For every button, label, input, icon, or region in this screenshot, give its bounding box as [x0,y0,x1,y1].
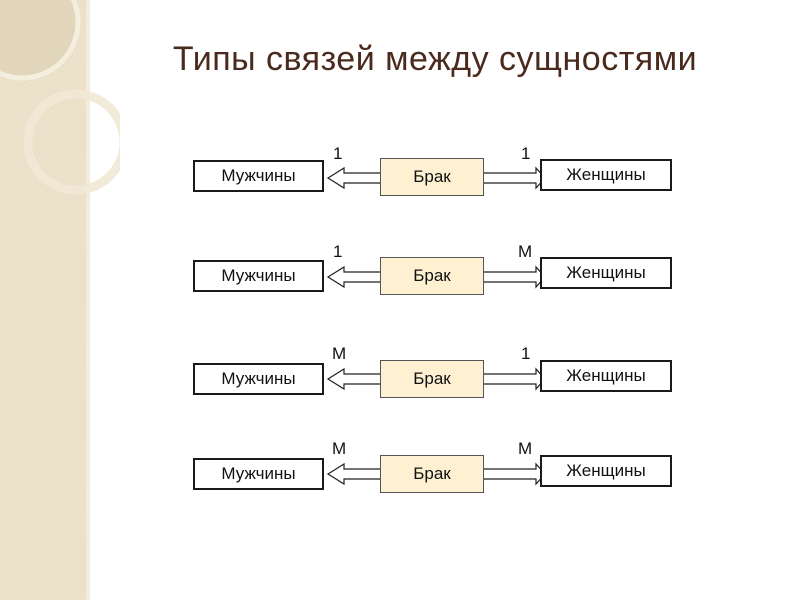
relation-marriage: Брак [380,158,484,196]
entity-men: Мужчины [193,260,324,292]
cardinality-left: М [332,344,347,363]
decorative-circles [0,0,120,195]
entity-women: Женщины [540,360,672,392]
entity-women: Женщины [540,257,672,289]
cardinality-right: М [518,242,533,261]
relationship-row-m-m: Мужчины Брак Женщины М М [0,439,800,503]
relationship-row-1-1: Мужчины Брак Женщины 1 1 [0,144,800,210]
entity-men: Мужчины [193,363,324,395]
cardinality-left: М [332,439,347,458]
cardinality-left: 1 [333,242,343,261]
relationship-row-1-m: Мужчины Брак Женщины 1 М [0,242,800,307]
cardinality-left: 1 [333,144,343,163]
relation-marriage: Брак [380,455,484,493]
decorative-side-strip [0,0,86,600]
cardinality-right: 1 [521,344,531,363]
entity-men: Мужчины [193,160,324,192]
cardinality-right: 1 [521,144,531,163]
decorative-divider [86,0,90,600]
entity-women: Женщины [540,455,672,487]
cardinality-right: М [518,439,533,458]
relation-marriage: Брак [380,257,484,295]
page-title: Типы связей между сущностями [172,40,698,78]
entity-men: Мужчины [193,458,324,490]
relationship-row-m-1: Мужчины Брак Женщины М 1 [0,344,800,408]
entity-women: Женщины [540,159,672,191]
relation-marriage: Брак [380,360,484,398]
